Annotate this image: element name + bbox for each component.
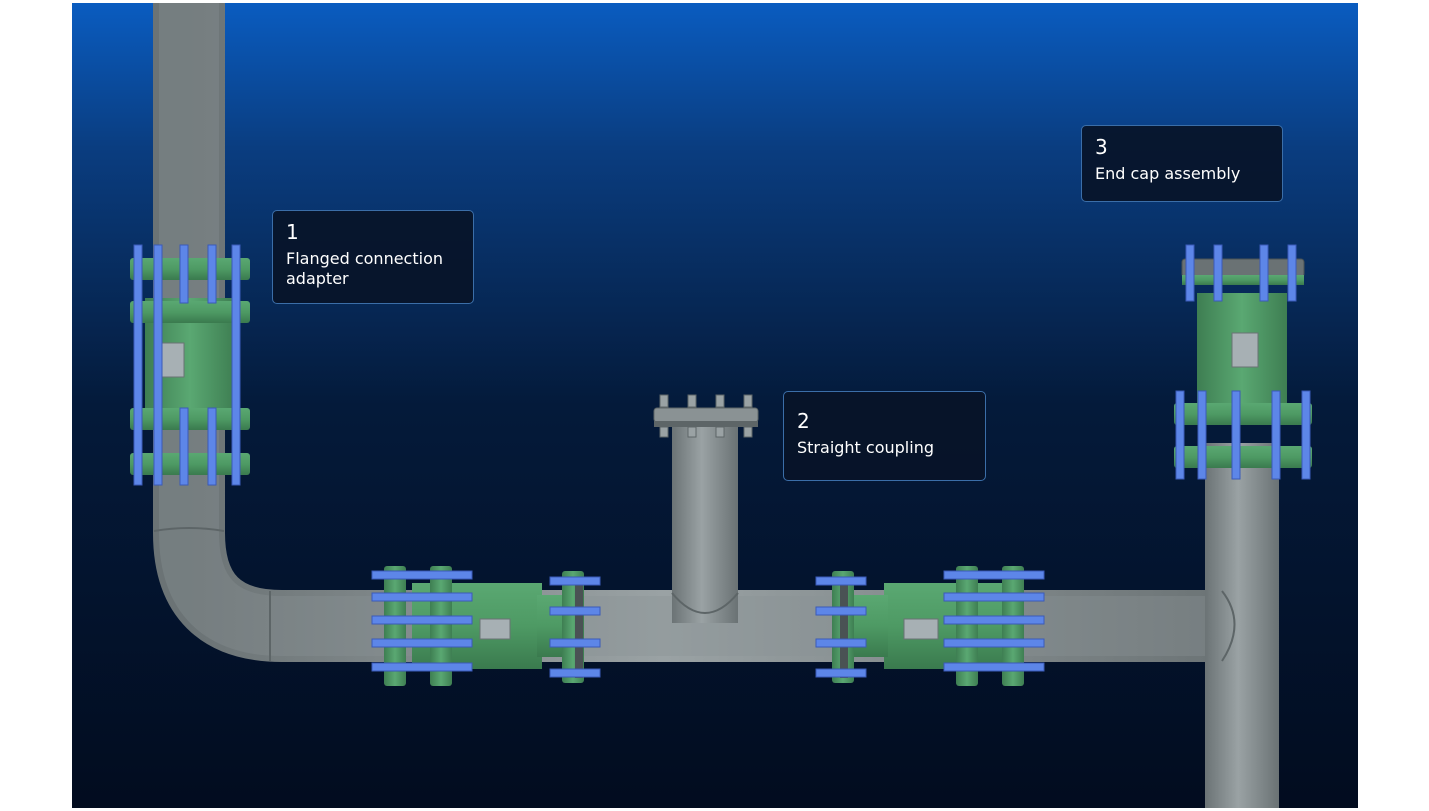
end-cap-assembly-fitting <box>1174 244 1312 480</box>
horizontal-coupling-left <box>371 566 601 686</box>
branch-blind-flange <box>653 394 759 438</box>
flanged-adapter-left <box>130 244 250 486</box>
pipe-right-tee-weld <box>1221 590 1236 662</box>
pipe-tee-branch <box>672 423 738 623</box>
callout-2[interactable]: 2 Straight coupling <box>783 391 986 481</box>
callout-1-number: 1 <box>286 220 299 244</box>
pipe-elbow-weld <box>153 527 225 532</box>
callout-2-number: 2 <box>797 409 810 433</box>
pipeline-diagram <box>130 3 1312 808</box>
callout-3-number: 3 <box>1095 135 1108 159</box>
pipe-right-riser <box>1205 443 1279 808</box>
callout-3-label: End cap assembly <box>1095 164 1241 183</box>
callout-1[interactable]: 1 Flanged connection adapter <box>272 210 474 304</box>
scene-viewport: 1 Flanged connection adapter 2 Straight … <box>72 3 1358 808</box>
callout-1-label: Flanged connection adapter <box>286 249 443 288</box>
callout-2-label: Straight coupling <box>797 438 934 457</box>
callout-3[interactable]: 3 End cap assembly <box>1081 125 1283 202</box>
horizontal-coupling-right <box>815 566 1045 686</box>
pipe-tee-weld <box>671 592 739 614</box>
